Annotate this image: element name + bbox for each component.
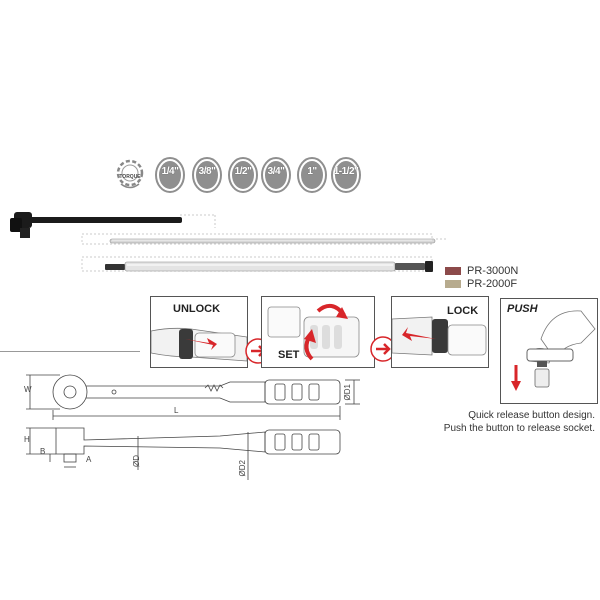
dim-label-a: A bbox=[86, 455, 92, 464]
drive-size-label: 3/8" bbox=[198, 166, 216, 177]
lock-title: LOCK bbox=[447, 305, 479, 317]
dim-label-b: B bbox=[40, 447, 46, 456]
torque-label: TORQUE bbox=[119, 174, 141, 180]
dim-label-d: ØD bbox=[132, 455, 141, 467]
section-divider bbox=[0, 351, 140, 352]
set-title: SET bbox=[278, 349, 300, 361]
short-wrench bbox=[10, 212, 216, 238]
lock-panel: LOCK bbox=[391, 296, 489, 368]
note-line-1: Quick release button design. bbox=[468, 410, 595, 421]
unlock-panel: UNLOCK bbox=[150, 296, 248, 368]
drive-size-label: 1-1/2" bbox=[333, 166, 359, 177]
legend-item-pr2000f: PR-2000F bbox=[445, 277, 518, 290]
set-panel: SET bbox=[261, 296, 375, 368]
next-step-arrow-icon bbox=[370, 336, 396, 362]
legend-label: PR-2000F bbox=[467, 277, 518, 290]
drive-badge-3-8: 3/8" bbox=[192, 157, 222, 193]
unlock-handle-illustration bbox=[151, 327, 247, 362]
legend-item-pr3000n: PR-3000N bbox=[445, 264, 518, 277]
legend-swatch bbox=[445, 279, 461, 288]
quick-release-note: Quick release button design. Push the bu… bbox=[400, 409, 595, 435]
drive-size-label: 1" bbox=[307, 166, 317, 177]
drive-badge-1-1-2: 1-1/2" bbox=[331, 157, 361, 193]
legend-swatch bbox=[445, 266, 461, 275]
extension-bar-short bbox=[81, 256, 433, 272]
torque-gear-icon bbox=[116, 159, 144, 189]
torque-badge: TORQUE bbox=[115, 157, 145, 193]
model-legend: PR-3000N PR-2000F bbox=[445, 264, 518, 290]
note-line-2: Push the button to release socket. bbox=[443, 423, 595, 434]
set-handle-illustration bbox=[267, 303, 360, 361]
dim-label-w: W bbox=[24, 385, 32, 394]
dim-label-d1: ØD1 bbox=[343, 384, 352, 401]
dim-label-d2: ØD2 bbox=[238, 460, 247, 477]
wrench-product-illustration bbox=[10, 212, 448, 272]
drive-badge-1-2: 1/2" bbox=[228, 157, 258, 193]
drive-size-badges: TORQUE 1/4" 3/8" 1/2" 3/4" 1" 1-1/2" bbox=[115, 157, 365, 193]
push-title: PUSH bbox=[507, 303, 538, 315]
push-panel: PUSH bbox=[500, 298, 598, 404]
drive-badge-3-4: 3/4" bbox=[261, 157, 291, 193]
dimension-drawing bbox=[26, 374, 360, 480]
drive-badge-1: 1" bbox=[297, 157, 327, 193]
push-button-illustration bbox=[511, 310, 596, 391]
drive-size-label: 1/4" bbox=[161, 166, 179, 177]
drive-size-label: 3/4" bbox=[267, 166, 285, 177]
unlock-title: UNLOCK bbox=[173, 303, 221, 315]
legend-label: PR-3000N bbox=[467, 264, 519, 277]
dim-label-l: L bbox=[174, 406, 179, 415]
extension-bar-long bbox=[81, 233, 448, 245]
drive-badge-1-4: 1/4" bbox=[155, 157, 185, 193]
drive-size-label: 1/2" bbox=[234, 166, 252, 177]
lock-handle-illustration bbox=[392, 316, 487, 356]
dim-label-h: H bbox=[24, 435, 30, 444]
